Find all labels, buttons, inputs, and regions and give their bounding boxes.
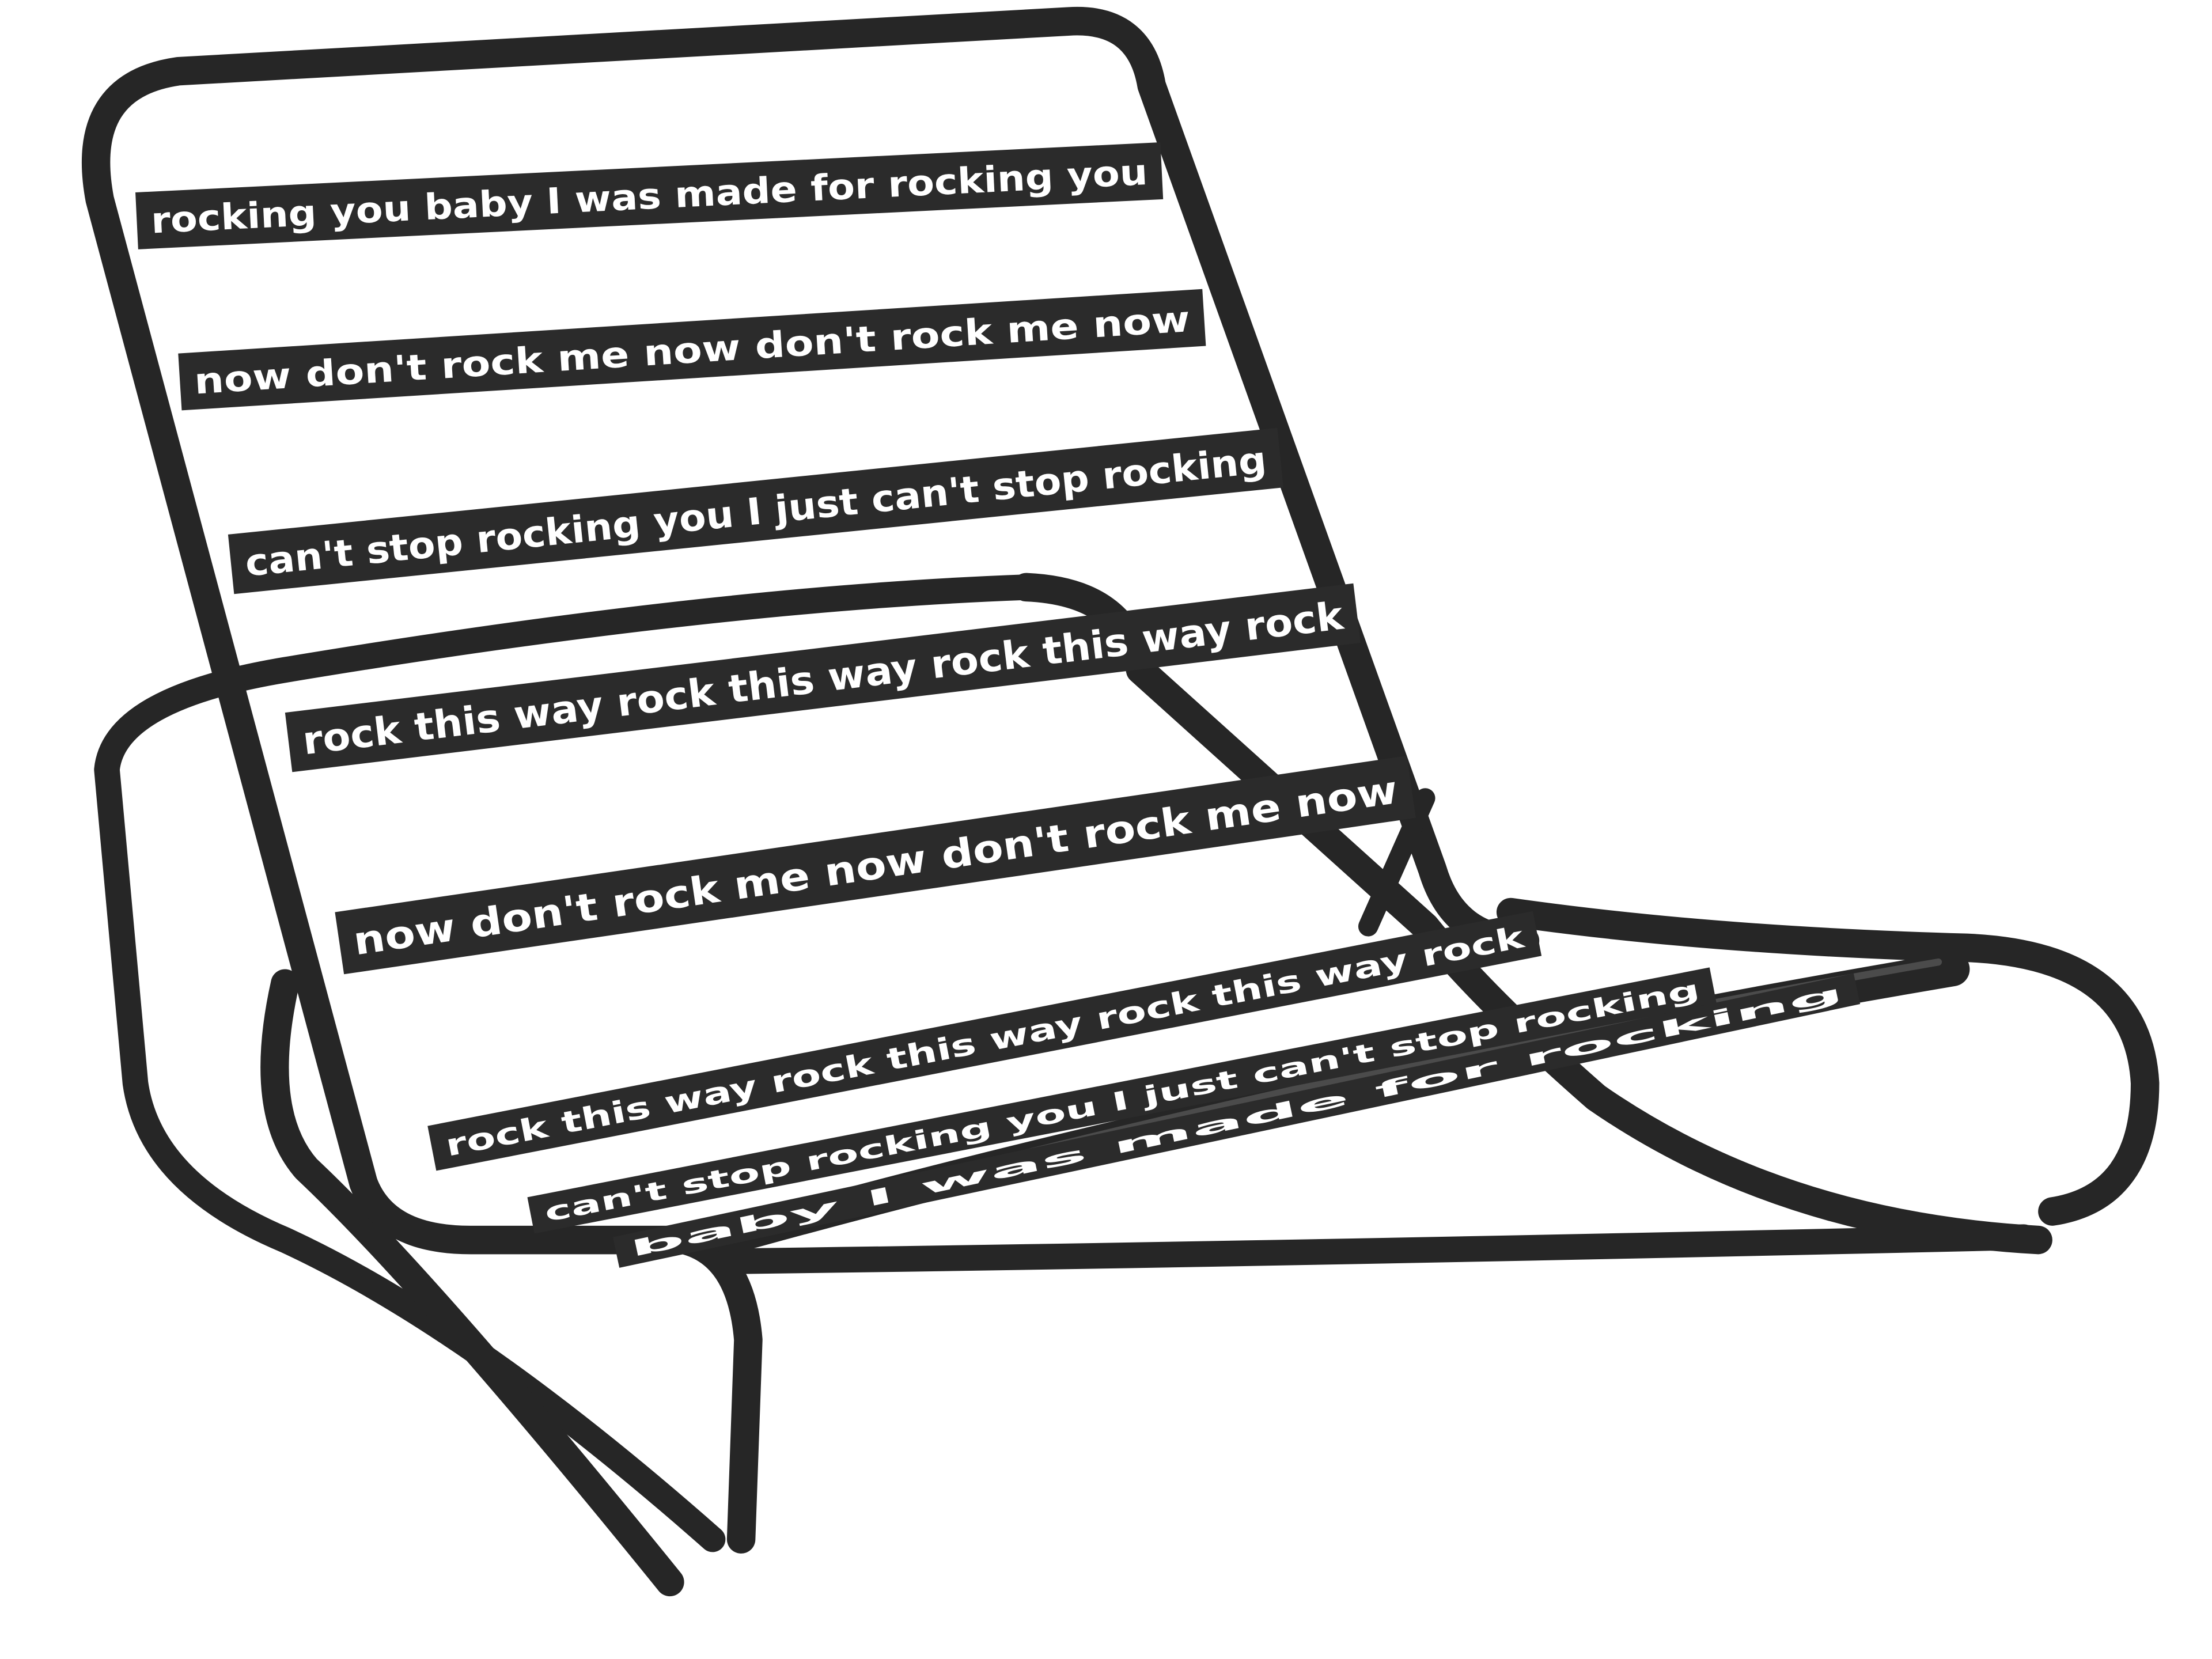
strap-lyric-text: rocking you baby I was made for rocking … [150, 151, 1148, 242]
strap-band [285, 583, 1361, 772]
strap-band [527, 967, 1717, 1234]
right-front-loop [1496, 897, 2160, 1226]
strap-lyric-text: baby I was made for rocking [627, 980, 1845, 1262]
strap-band [135, 142, 1164, 249]
strap-band [178, 289, 1206, 411]
seat-under-rail [714, 1224, 2037, 1274]
strap: can't stop rocking you I just can't stop… [228, 427, 1283, 594]
strap-band [228, 427, 1283, 594]
strap-band [335, 756, 1416, 975]
strap: now don't rock me now don't rock me now [178, 289, 1206, 411]
strap-lyric-text: rock this way rock this way rock this wa… [300, 593, 1346, 763]
strap: rocking you baby I was made for rocking … [135, 142, 1164, 249]
strap-band [427, 911, 1542, 1171]
strap: baby I was made for rocking [612, 973, 1861, 1268]
strap: now don't rock me now don't rock me now [335, 756, 1416, 975]
strap-band [612, 973, 1861, 1268]
left-rocker [260, 969, 684, 1597]
rear-support [1358, 788, 1435, 937]
strap-lyric-text: can't stop rocking you I just can't stop… [243, 438, 1268, 585]
back-frame [81, 6, 1540, 1198]
strap-lyric-text: now don't rock me now don't rock me now [350, 767, 1400, 964]
chair-frame [81, 6, 2160, 1597]
